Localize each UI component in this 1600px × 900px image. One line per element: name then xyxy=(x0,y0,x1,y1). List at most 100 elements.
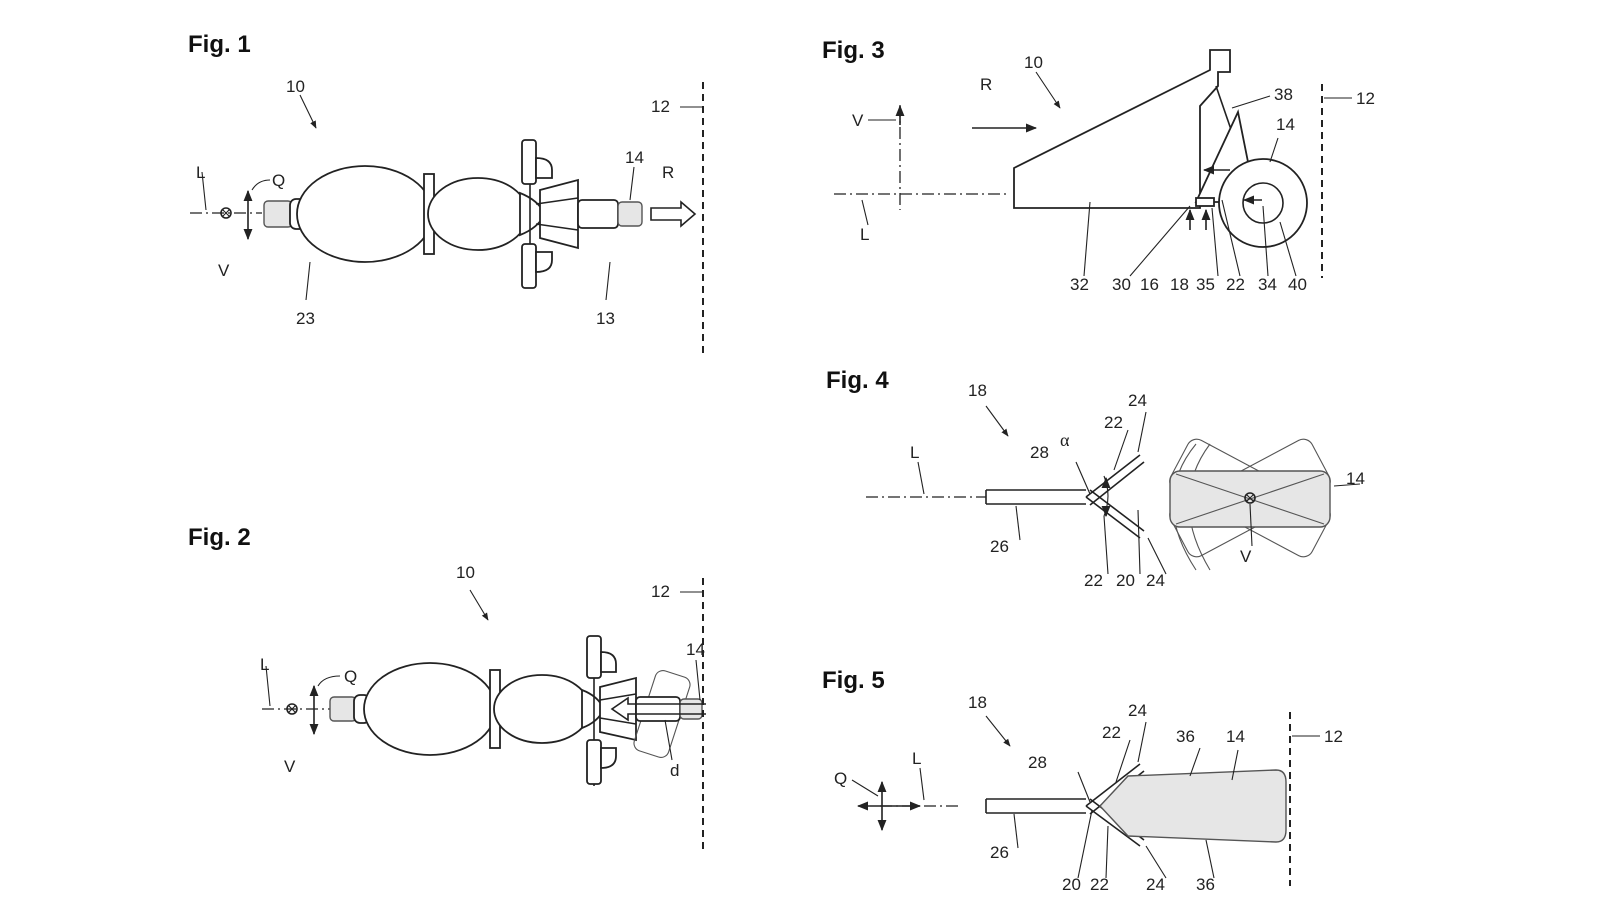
fig2-label-14: 14 xyxy=(686,640,705,659)
fig4-label-22a: 22 xyxy=(1104,413,1123,432)
fig5-wheel xyxy=(1099,769,1287,843)
fig5-label-28: 28 xyxy=(1028,753,1047,772)
fig1-label-13: 13 xyxy=(596,309,615,328)
fig4-leader-V xyxy=(1249,503,1253,547)
fig1-label-V: V xyxy=(218,261,230,280)
fig5-label-22a: 22 xyxy=(1102,723,1121,742)
fig5-label-12: 12 xyxy=(1324,727,1343,746)
fig1-leader-Q xyxy=(251,179,271,191)
fig3-leader-22 xyxy=(1221,199,1241,277)
fig2-label-Q: Q xyxy=(344,667,357,686)
fig1-label-L: L xyxy=(196,163,205,182)
fig4-title: Fig. 4 xyxy=(826,367,889,394)
fig1-leader-10 xyxy=(299,94,317,129)
fig3-leader-38 xyxy=(1231,95,1271,109)
fig5-label-14: 14 xyxy=(1226,727,1245,746)
fig3-leader-L xyxy=(861,199,869,226)
fig2-displacement-arrow xyxy=(610,696,706,722)
fig1-title: Fig. 1 xyxy=(188,31,251,58)
fig5-label-22b: 22 xyxy=(1090,875,1109,894)
fig3-leader-32 xyxy=(1083,201,1091,277)
fig2-leader-14 xyxy=(695,659,701,701)
fig3-vehicle-body xyxy=(1013,49,1231,209)
fig5-leader-22b xyxy=(1105,825,1109,879)
fig3-label-35: 35 xyxy=(1196,275,1215,294)
fig1-leader-13 xyxy=(605,261,611,301)
fig2-motorcycle-top-view xyxy=(329,635,703,786)
fig4-label-28: 28 xyxy=(1030,443,1049,462)
fig3-title: Fig. 3 xyxy=(822,37,885,64)
fig1-label-R: R xyxy=(662,163,674,182)
fig4-label-14: 14 xyxy=(1346,469,1365,488)
fig2-vertical-axis-marker xyxy=(286,703,298,715)
fig3-label-16: 16 xyxy=(1140,275,1159,294)
fig5-label-24b: 24 xyxy=(1146,875,1165,894)
fig1-leader-L xyxy=(201,171,207,211)
fig2-label-d: d xyxy=(670,761,679,780)
fig3-label-R: R xyxy=(980,75,992,94)
fig4-leader-26 xyxy=(1015,505,1021,541)
fig5-jaw-lower-inner xyxy=(1085,805,1141,847)
fig4-leader-L xyxy=(917,461,925,495)
fig1-label-Q: Q xyxy=(272,171,285,190)
fig3-leader-10 xyxy=(1035,71,1061,109)
fig2-leader-10 xyxy=(469,589,489,621)
fig3-label-18: 18 xyxy=(1170,275,1189,294)
fig3-label-V: V xyxy=(852,111,864,130)
fig2-leader-Q xyxy=(317,675,341,687)
fig4-label-alpha: α xyxy=(1060,430,1070,450)
fig1-motorcycle-top-view xyxy=(263,139,643,289)
fig5-leader-26 xyxy=(1013,813,1019,849)
fig3-label-14: 14 xyxy=(1276,115,1295,134)
fig4-jaw-upper-outer xyxy=(1089,461,1145,506)
fig3-front-wheel xyxy=(1218,158,1308,248)
fig3-label-40: 40 xyxy=(1288,275,1307,294)
fig5-leader-24b xyxy=(1145,845,1167,879)
fig3-label-30: 30 xyxy=(1112,275,1131,294)
fig5-jaw-upper-inner xyxy=(1085,763,1141,807)
fig5-leader-22a xyxy=(1115,739,1131,783)
fig4-label-24a: 24 xyxy=(1128,391,1147,410)
fig4-label-L: L xyxy=(910,443,919,462)
fig5-label-24a: 24 xyxy=(1128,701,1147,720)
fig1-label-14: 14 xyxy=(625,148,644,167)
fig4-jaw-lower-inner xyxy=(1085,496,1141,539)
fig5-leader-24a xyxy=(1137,721,1147,763)
fig4-jaw-lower-outer xyxy=(1089,489,1145,532)
fig4-leader-28 xyxy=(1075,461,1091,495)
fig5-leader-L xyxy=(919,767,925,801)
fig4-leader-22b xyxy=(1103,515,1109,575)
fig3-label-12: 12 xyxy=(1356,89,1375,108)
fig4-label-V: V xyxy=(1240,547,1252,566)
figure-5: Fig. 5 18 24 22 xyxy=(822,667,1343,894)
fig3-label-38: 38 xyxy=(1274,85,1293,104)
fig4-label-22b: 22 xyxy=(1084,571,1103,590)
fig1-leader-23 xyxy=(305,261,311,301)
fig3-label-10: 10 xyxy=(1024,53,1043,72)
fig5-leader-14 xyxy=(1231,749,1239,781)
fig4-label-24b: 24 xyxy=(1146,571,1165,590)
fig5-title: Fig. 5 xyxy=(822,667,885,694)
fig1-travel-direction-arrow-R xyxy=(650,200,697,228)
fig3-sensor xyxy=(1195,197,1215,207)
fig1-label-12: 12 xyxy=(651,97,670,116)
fig4-label-20: 20 xyxy=(1116,571,1135,590)
fig5-leader-28 xyxy=(1077,771,1091,803)
fig5-label-36a: 36 xyxy=(1176,727,1195,746)
fig1-vertical-axis-marker xyxy=(220,207,232,219)
figure-4: Fig. 4 xyxy=(826,367,1365,590)
fig2-label-V: V xyxy=(284,757,296,776)
fig4-leader-22a xyxy=(1113,429,1129,471)
fig4-leader-20 xyxy=(1137,509,1141,575)
fig5-label-36b: 36 xyxy=(1196,875,1215,894)
fig5-label-20: 20 xyxy=(1062,875,1081,894)
fig5-label-26: 26 xyxy=(990,843,1009,862)
fig3-label-32: 32 xyxy=(1070,275,1089,294)
fig3-label-34: 34 xyxy=(1258,275,1277,294)
fig5-label-18: 18 xyxy=(968,693,987,712)
fig3-leader-14 xyxy=(1269,137,1279,163)
fig1-label-10: 10 xyxy=(286,77,305,96)
fig5-leader-18 xyxy=(985,715,1011,747)
fig2-leader-L xyxy=(265,665,271,707)
